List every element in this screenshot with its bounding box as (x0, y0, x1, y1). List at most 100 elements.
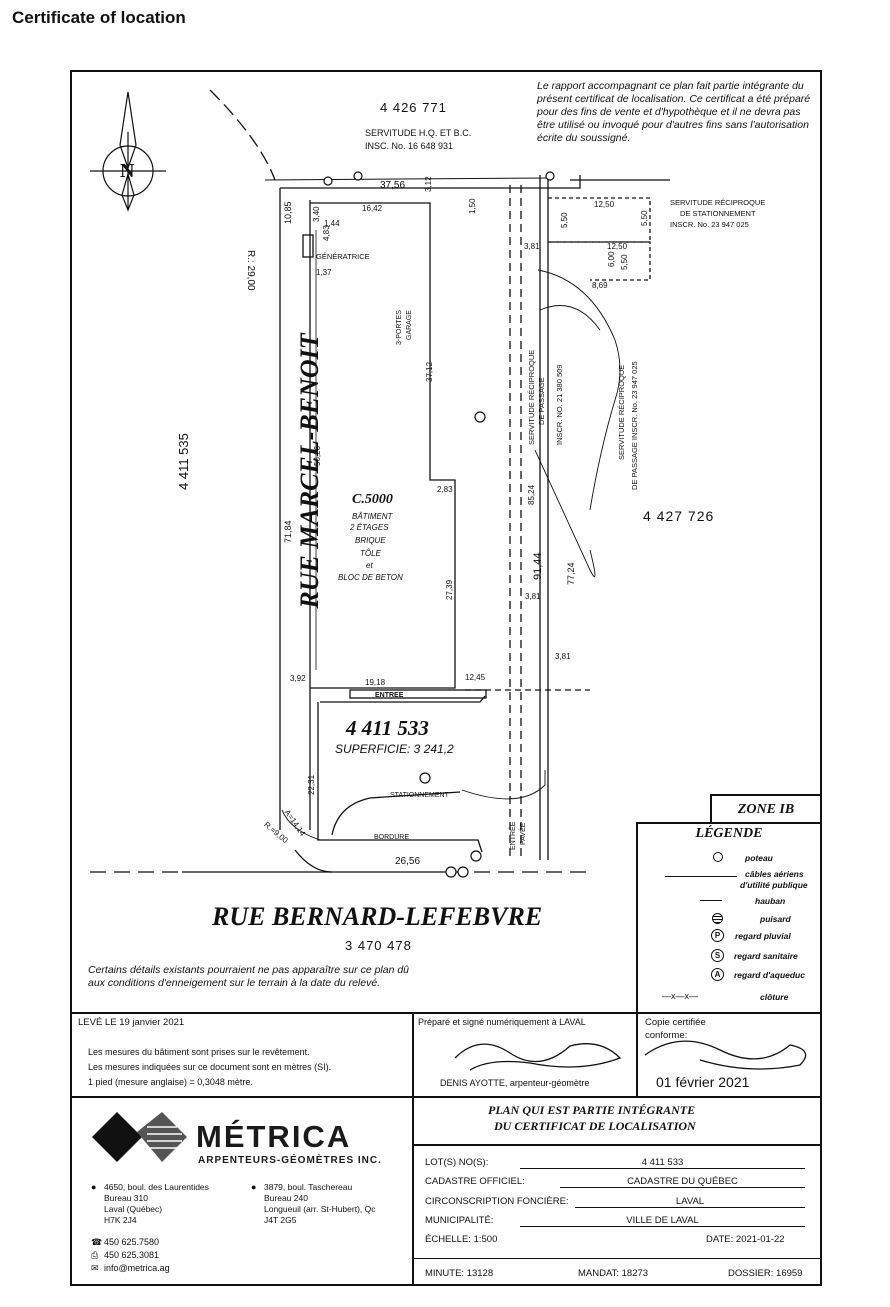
dim-d9: 10,85 (283, 201, 293, 224)
servitude-hq-line1: SERVITUDE H.Q. ET B.C. (365, 128, 472, 138)
phone-icon: ☎ (91, 1237, 103, 1247)
lot-right: 4 427 726 (643, 508, 715, 524)
address-1-line2: Bureau 310 (104, 1193, 148, 1203)
email-address: info@metrica.ag (104, 1263, 170, 1273)
legend-item-1: câbles aériens (745, 869, 804, 879)
legend-box (636, 822, 822, 1018)
scale-value: 1:500 (473, 1234, 498, 1245)
servitude-passage-b-line2: DE PASSAGE INSCR. No. 23 947 025 (630, 361, 639, 490)
garage-line2: GARAGE (406, 310, 413, 340)
p-circle-glyph: P (714, 931, 721, 940)
leve-date: 19 janvier 2021 (119, 1017, 185, 1028)
parking-label: STATIONNEMENT (390, 792, 449, 799)
building-line3: BRIQUE (355, 536, 386, 545)
pin-icon-1: ● (91, 1182, 97, 1192)
dim-d30: 12,45 (465, 673, 486, 682)
surveyor-name: DENIS AYOTTE, arpenteur-géomètre (440, 1078, 590, 1088)
address-1-line1: 4650, boul. des Laurentides (104, 1182, 209, 1192)
dim-d12: 5,50 (560, 212, 569, 228)
certified-signature (644, 1040, 807, 1070)
dim-d24: 77,24 (566, 562, 576, 585)
servitude-passage-a-line3: INSCR. NO. 21 380 509 (555, 364, 564, 445)
legend-item-7: regard d'aqueduc (734, 970, 805, 980)
titleblock-mid-line (412, 1096, 822, 1098)
minute-label: MINUTE: (425, 1268, 465, 1279)
dim-d3: 3,12 (424, 176, 433, 192)
street-west: RUE MARCEL-BENOIT (295, 333, 324, 609)
dim-d7: 4,83 (322, 225, 331, 241)
plan-frame (70, 70, 822, 1286)
garage-line1: 3-PORTES (396, 310, 403, 345)
circ-value-text: LAVAL (675, 1196, 705, 1207)
plan-title-line1: PLAN QUI EST PARTIE INTÉGRANTE (488, 1103, 696, 1117)
circ-value: LAVAL (575, 1196, 805, 1208)
dim-d21: 2,83 (437, 485, 453, 494)
lot-main: 4 411 533 (346, 716, 429, 740)
a-circle-icon: A (711, 968, 724, 981)
lot-bottom: 3 470 478 (345, 938, 412, 953)
site-plan-drawing (90, 89, 670, 878)
prepared-label: Préparé et signé numériquement à LAVAL (418, 1017, 586, 1027)
dim-d29: 19,18 (365, 678, 386, 687)
cadastre-value-text: CADASTRE DU QUÉBEC (627, 1176, 738, 1187)
titleblock-top-line (70, 1012, 822, 1014)
generator-label: GÉNÉRATRICE (316, 252, 370, 261)
date-value: 2021-01-22 (735, 1234, 785, 1245)
company-subtitle: ARPENTEURS-GÉOMÈTRES INC. (198, 1155, 382, 1166)
dim-d11: 12,50 (594, 200, 615, 209)
certified-line2: conforme: (645, 1030, 688, 1041)
legend-item-0: poteau (745, 853, 773, 863)
minute-field: MINUTE: 13128 (425, 1268, 493, 1279)
lot-top: 4 426 771 (380, 100, 447, 115)
mandat-label: MANDAT: (578, 1268, 619, 1279)
lot-left: 4 411 535 (176, 433, 191, 490)
surveyor-signature (454, 1043, 622, 1071)
servitude-parking-line1: SERVITUDE RÉCIPROQUE (670, 198, 766, 207)
dim-d27: 3,81 (555, 652, 571, 661)
dim-d26: 3,81 (525, 592, 541, 601)
dim-d13: 5,50 (640, 210, 649, 226)
dim-d1: 37,56 (380, 180, 406, 191)
measure-note-3: 1 pied (mesure anglaise) = 0,3048 mètre. (88, 1077, 253, 1087)
legend-item-6: regard sanitaire (734, 951, 798, 961)
top-note: Le rapport accompagnant ce plan fait par… (537, 80, 811, 144)
legend-title: LÉGENDE (695, 826, 763, 841)
building-line1: BÂTIMENT (352, 512, 393, 521)
date-label: DATE: 2021-01-22 (706, 1234, 785, 1245)
paved-line1: ENTRÉE (510, 821, 517, 850)
lot-label: LOT(S) NO(S): (425, 1157, 489, 1168)
titleblock-divider-1 (412, 1012, 414, 1286)
circle-icon (713, 852, 723, 862)
p-circle-icon: P (711, 929, 724, 942)
north-arrow-label: N (120, 160, 135, 182)
bottom-note: Certains détails existants pourraient ne… (88, 964, 410, 989)
titleblock-footer-line (412, 1258, 822, 1259)
guy-wire-icon (700, 900, 722, 901)
dossier-value: 16959 (776, 1268, 803, 1279)
building-line2: 2 ÉTAGES (350, 523, 389, 532)
lot-value-text: 4 411 533 (641, 1157, 684, 1168)
cadastre-value: CADASTRE DU QUÉBEC (560, 1176, 805, 1188)
paved-line2: PAVÉE (520, 822, 527, 845)
entrance-label: ENTREE (375, 692, 404, 699)
building-line6: BLOC DE BETON (338, 573, 403, 582)
address-1-line3: Laval (Québec) (104, 1204, 163, 1214)
legend-item-4: puisard (760, 914, 791, 924)
north-arrow-icon (90, 91, 166, 212)
cable-arrow-icon (665, 876, 737, 877)
building-line4: TÔLE (360, 549, 381, 558)
legend-item-2: d'utilité publique (740, 880, 808, 890)
s-circle-glyph: S (714, 951, 721, 960)
dim-d16: 6,00 (607, 251, 616, 267)
mandat-value: 18273 (621, 1268, 649, 1279)
muni-value-text: VILLE DE LAVAL (626, 1215, 699, 1226)
dim-d17: 8,69 (592, 281, 608, 290)
dim-d10: R.: 29,00 (245, 250, 256, 291)
a-circle-glyph: A (714, 970, 721, 979)
dim-d23: 91,44 (532, 552, 544, 580)
servitude-passage-a-line1: SERVITUDE RÉCIPROQUE (527, 349, 536, 445)
dim-d25: 27,39 (445, 579, 454, 600)
minute-value: 13128 (466, 1268, 494, 1279)
dim-d6: 1,44 (324, 219, 340, 228)
company-name: MÉTRICA (196, 1119, 352, 1154)
